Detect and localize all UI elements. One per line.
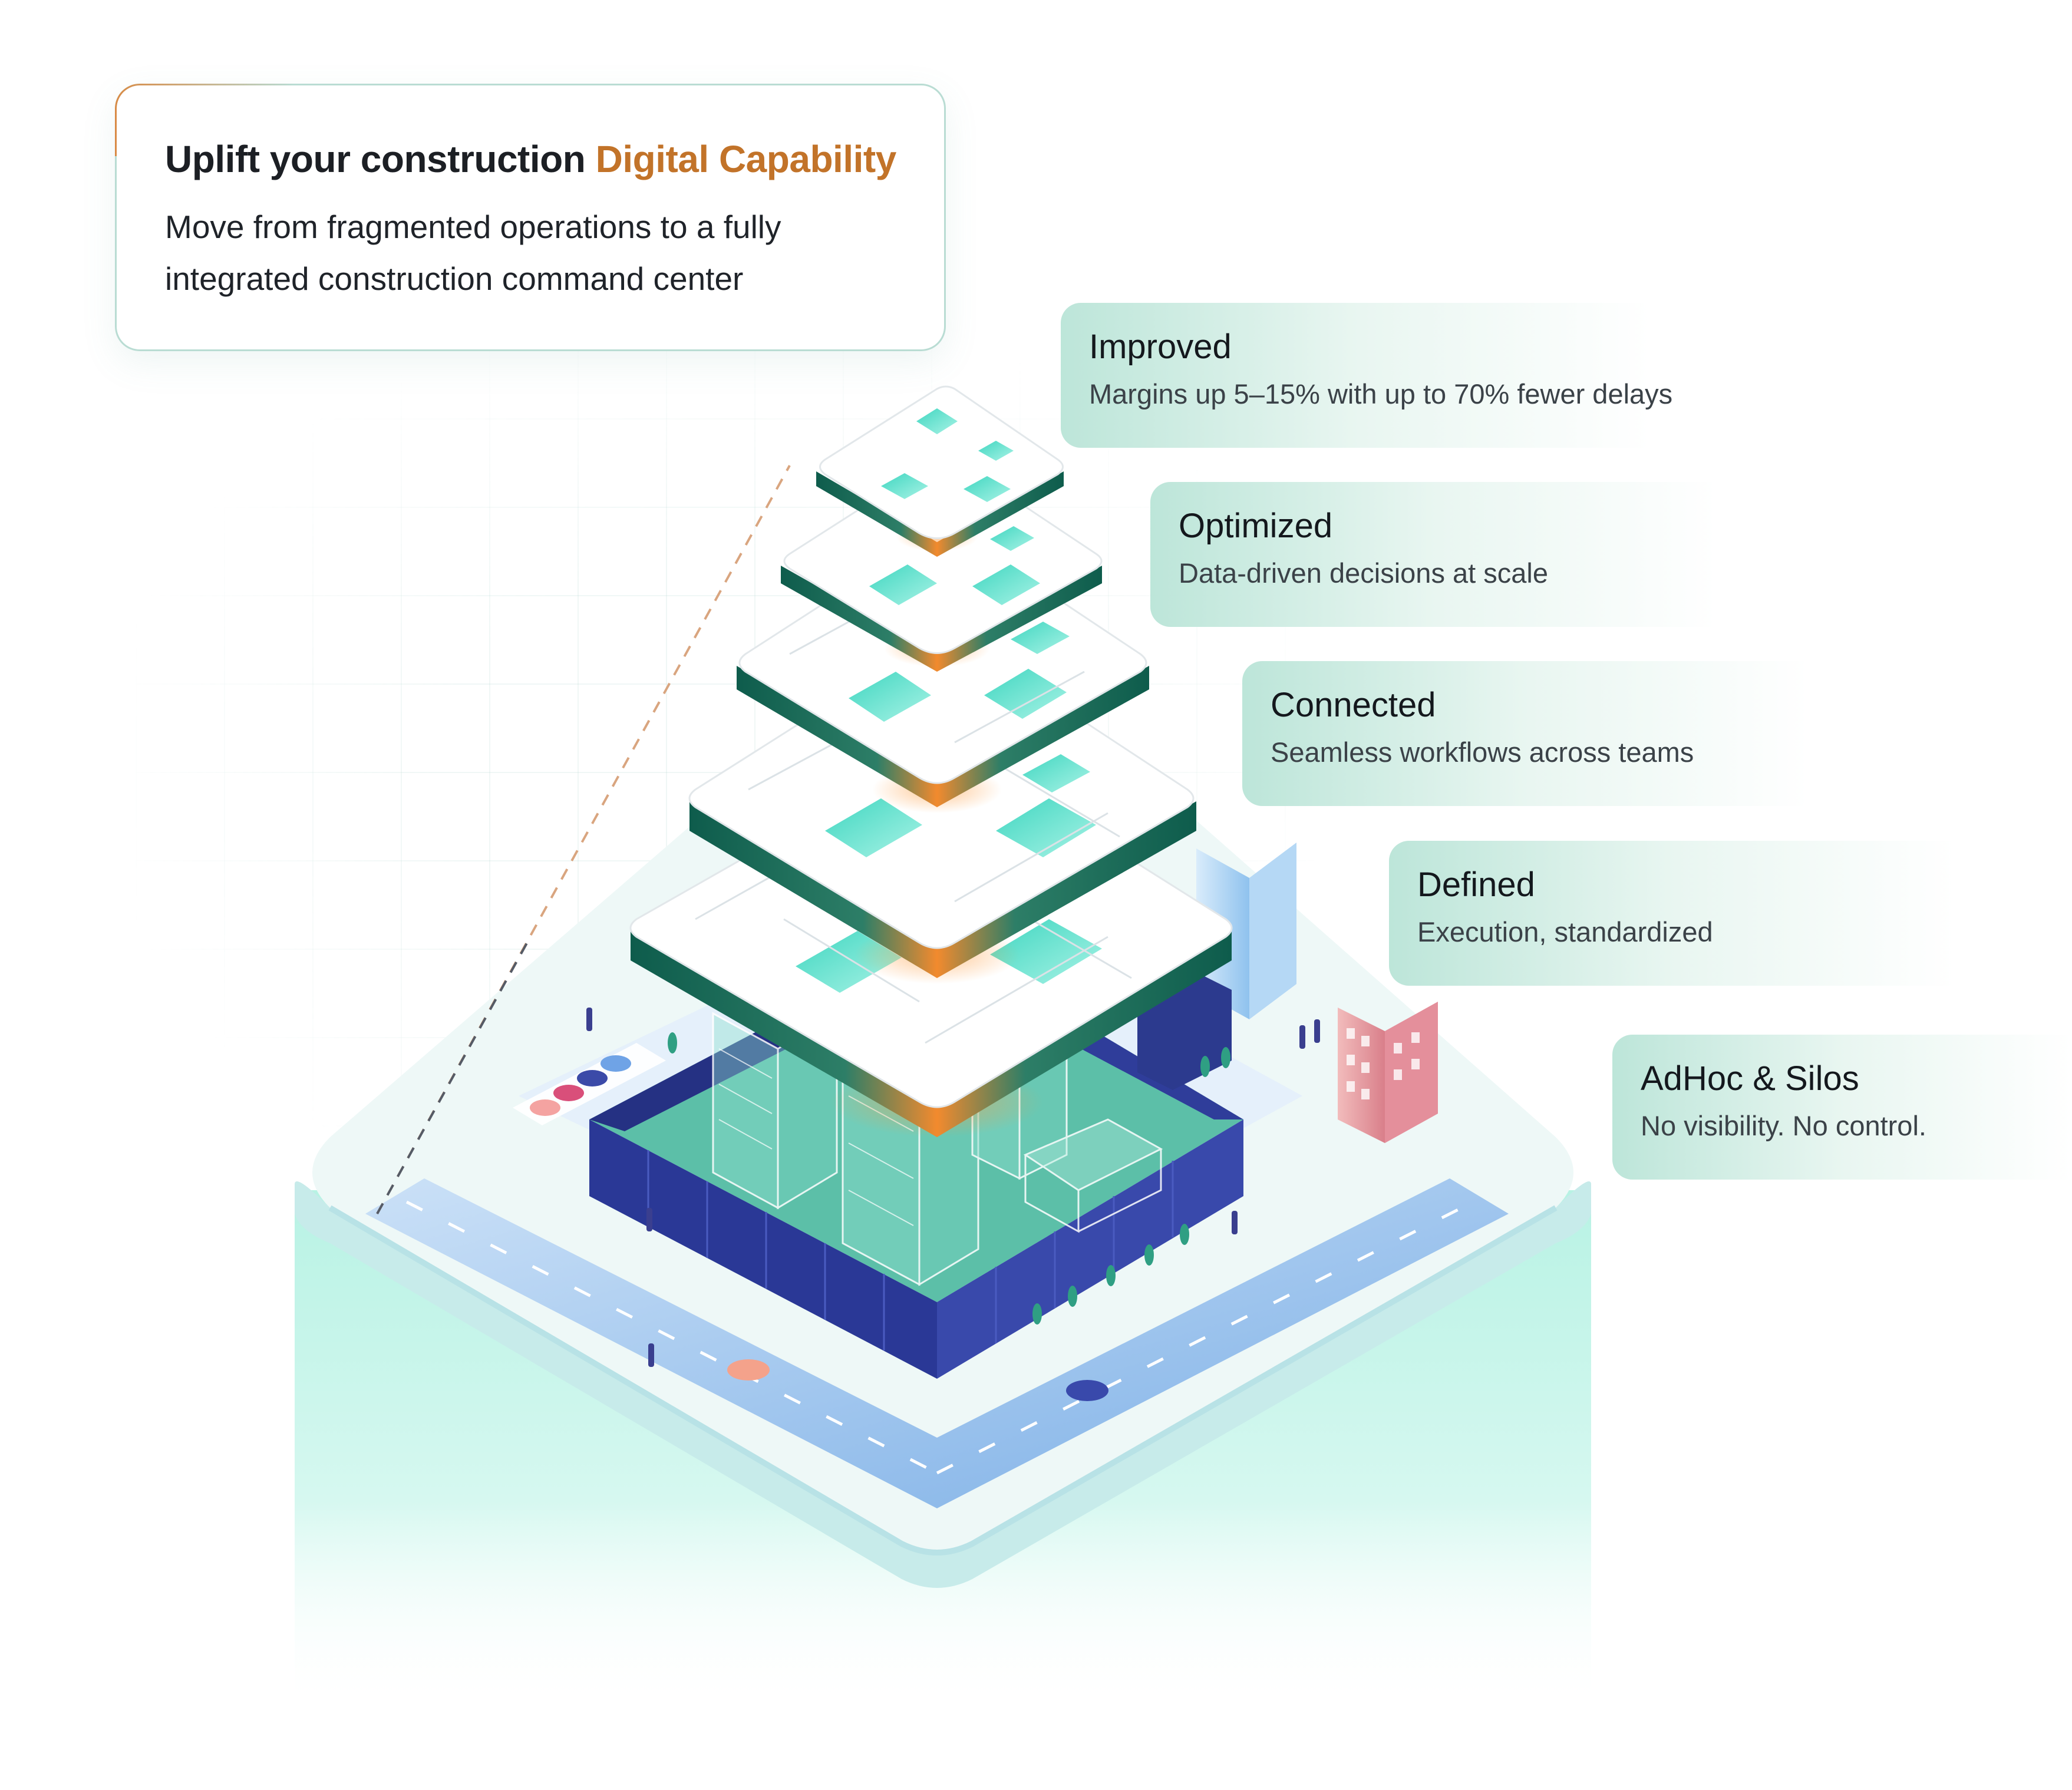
- headline-title-prefix: Uplift your construction: [165, 138, 586, 180]
- stage-description: Seamless workflows across teams: [1271, 737, 1694, 768]
- stage-description: Execution, standardized: [1417, 916, 1713, 947]
- stage-description: Data-driven decisions at scale: [1179, 557, 1548, 589]
- stage-title: Connected: [1271, 686, 1436, 724]
- stage-card-defined: Defined Execution, standardized: [1389, 841, 1955, 986]
- stage-card-optimized: Optimized Data-driven decisions at scale: [1150, 482, 1716, 627]
- stage-card-improved: Improved Margins up 5–15% with up to 70%…: [1061, 303, 1673, 448]
- stage-title: AdHoc & Silos: [1641, 1059, 1859, 1098]
- stage-title: Optimized: [1179, 507, 1333, 545]
- stage-card-connected: Connected Seamless workflows across team…: [1242, 661, 1808, 806]
- stage-description: Margins up 5–15% with up to 70% fewer de…: [1089, 378, 1673, 409]
- platform-level-5: [816, 385, 1064, 557]
- headline-card: Uplift your construction Digital Capabil…: [115, 84, 946, 351]
- stage-title: Improved: [1089, 328, 1232, 366]
- stage-description: No visibility. No control.: [1641, 1110, 1926, 1141]
- headline-subtitle: Move from fragmented operations to a ful…: [165, 209, 781, 297]
- headline-title: Uplift your construction Digital Capabil…: [165, 137, 896, 181]
- stage-card-adhoc-silos: AdHoc & Silos No visibility. No control.: [1612, 1035, 2072, 1180]
- stage-title: Defined: [1417, 866, 1535, 904]
- headline-title-accent: Digital Capability: [595, 138, 897, 180]
